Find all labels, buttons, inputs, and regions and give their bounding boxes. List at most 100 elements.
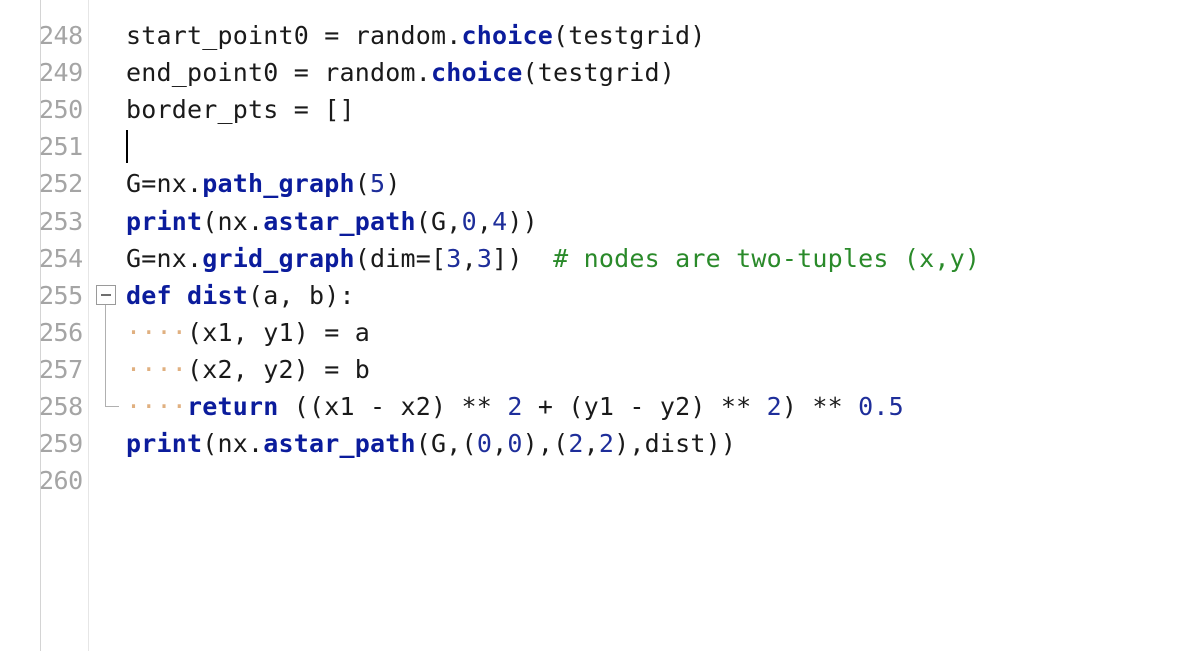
code-line[interactable]: 258 ····return ((x1 - x2) ** 2 + (y1 - y2… <box>0 388 1191 425</box>
code-token: path_graph <box>202 169 355 199</box>
code-token: 2 <box>766 392 782 421</box>
code-line[interactable]: 257 ····(x2, y2) = b <box>0 351 1191 388</box>
code-text[interactable]: border_pts = [] <box>126 91 355 128</box>
code-token: return <box>187 392 279 421</box>
code-line[interactable]: 260 <box>0 462 1191 499</box>
code-token: 0 <box>507 429 523 459</box>
code-token: (nx. <box>202 206 264 236</box>
code-token: 2 <box>598 429 615 459</box>
code-token: (x2, y2) = b <box>187 354 371 384</box>
code-token: start_point0 = random. <box>126 21 462 50</box>
code-text[interactable]: end_point0 = random.choice(testgrid) <box>126 54 675 91</box>
code-line[interactable]: 250 border_pts = [] <box>0 91 1191 128</box>
code-token: G=nx. <box>126 243 203 273</box>
code-token: ),dist)) <box>614 429 737 459</box>
code-text[interactable]: def dist(a, b): <box>126 277 355 314</box>
code-token: )) <box>507 206 538 236</box>
fold-margin <box>41 0 89 651</box>
whitespace-marker: ···· <box>126 354 188 384</box>
code-token: ((x1 - x2) ** <box>278 392 508 421</box>
fold-range-line <box>105 304 106 406</box>
code-token: 4 <box>492 206 508 236</box>
code-text[interactable]: print(nx.astar_path(G,0,4)) <box>126 203 538 240</box>
code-token: grid_graph <box>202 243 355 273</box>
code-token: (x1, y1) = a <box>187 317 371 347</box>
code-token: , <box>461 243 477 273</box>
code-line[interactable]: 253 print(nx.astar_path(G,0,4)) <box>0 203 1191 240</box>
code-token: (dim=[ <box>354 243 447 273</box>
code-token: (nx. <box>202 429 264 459</box>
code-token: end_point0 = random. <box>126 58 432 88</box>
code-token: ( <box>354 169 371 199</box>
code-text[interactable]: ····(x2, y2) = b <box>126 351 370 388</box>
whitespace-marker: ···· <box>126 317 188 347</box>
code-token: 5 <box>370 169 386 199</box>
code-token: 3 <box>476 243 493 273</box>
line-number: 260 <box>39 466 83 496</box>
code-text[interactable]: G=nx.grid_graph(dim=[3,3]) # nodes are t… <box>126 240 980 277</box>
code-token: 0 <box>476 429 493 459</box>
code-line[interactable]: 252 G=nx.path_graph(5) <box>0 165 1191 202</box>
fold-range-end <box>105 406 119 407</box>
code-token: 3 <box>446 243 462 273</box>
code-token: , <box>583 429 599 459</box>
line-number: 252 <box>39 169 83 199</box>
code-text[interactable]: ····return ((x1 - x2) ** 2 + (y1 - y2) *… <box>126 388 904 425</box>
code-token: (G,( <box>415 429 477 459</box>
code-text[interactable]: print(nx.astar_path(G,(0,0),(2,2),dist)) <box>126 425 736 462</box>
line-number: 254 <box>39 243 83 273</box>
code-token: # nodes are two-tuples (x,y) <box>553 243 981 273</box>
code-token: choice <box>431 58 523 88</box>
code-token: (G, <box>415 206 462 236</box>
code-token: 2 <box>507 392 523 421</box>
code-token: dist <box>187 280 249 310</box>
code-token: (testgrid) <box>553 21 706 50</box>
code-token: , <box>476 206 493 236</box>
code-line[interactable]: 256 ····(x1, y1) = a <box>0 314 1191 351</box>
code-token: 2 <box>568 429 584 459</box>
code-token: choice <box>461 21 554 50</box>
line-number: 258 <box>39 392 83 421</box>
code-token: (a, b): <box>248 280 355 310</box>
code-line[interactable]: 248 start_point0 = random.choice(testgrid… <box>0 17 1191 54</box>
line-number: 250 <box>39 95 83 125</box>
code-token: , <box>492 429 508 459</box>
code-token: G=nx. <box>126 169 203 199</box>
line-number-gutter <box>0 0 41 651</box>
code-text[interactable]: G=nx.path_graph(5) <box>126 165 401 202</box>
code-token: ) ** <box>781 392 859 421</box>
code-token: border_pts = [] <box>126 95 355 125</box>
text-cursor <box>126 130 128 164</box>
line-number: 253 <box>39 206 83 236</box>
code-token: + (y1 - y2) ** <box>522 392 767 421</box>
partial-line-number: 247 <box>40 0 85 2</box>
code-token: (testgrid) <box>522 58 676 88</box>
line-number: 257 <box>39 354 83 384</box>
line-number: 255 <box>39 280 83 310</box>
code-token: astar_path <box>263 206 416 236</box>
code-token: def <box>126 280 172 310</box>
code-token: ]) <box>492 243 554 273</box>
code-token: 0.5 <box>858 392 904 421</box>
code-line[interactable]: 251 <box>0 128 1191 165</box>
line-number: 249 <box>39 58 83 88</box>
code-token: 0 <box>461 206 477 236</box>
code-line[interactable]: 255 def dist(a, b): <box>0 277 1191 314</box>
fold-collapse-icon[interactable] <box>96 284 116 305</box>
line-number: 256 <box>39 317 83 347</box>
line-number: 259 <box>39 429 83 459</box>
code-token: ) <box>385 169 401 199</box>
code-token: print <box>126 206 203 236</box>
line-number: 248 <box>39 21 83 50</box>
code-text[interactable]: start_point0 = random.choice(testgrid) <box>126 17 706 54</box>
line-number: 251 <box>39 132 83 162</box>
code-token: print <box>126 429 203 459</box>
code-line[interactable]: 249 end_point0 = random.choice(testgrid) <box>0 54 1191 91</box>
whitespace-marker: ···· <box>126 392 188 421</box>
code-token: astar_path <box>263 429 416 459</box>
code-token: ),( <box>522 429 569 459</box>
code-text[interactable]: ····(x1, y1) = a <box>126 314 370 351</box>
